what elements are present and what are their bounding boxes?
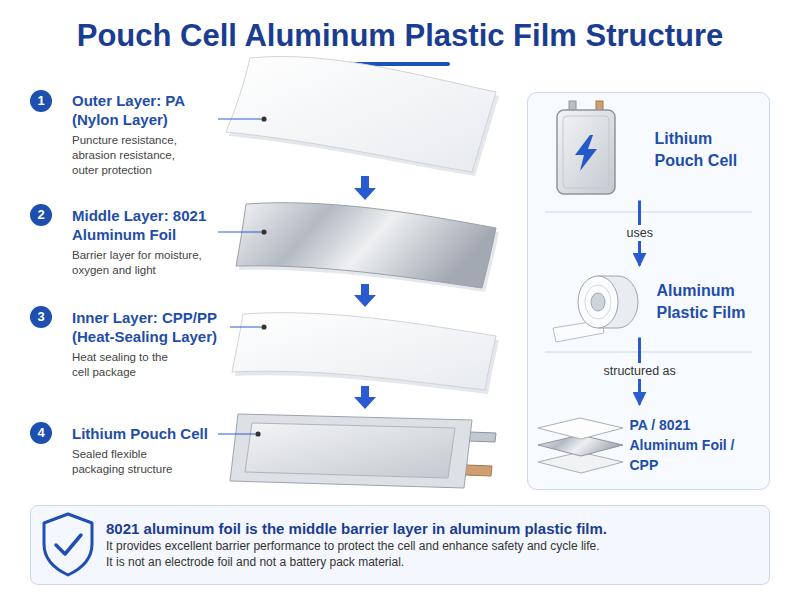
pouch-seal bbox=[230, 414, 472, 488]
node-body: It is not an electrode foil and not a ba… bbox=[106, 554, 757, 570]
down-arrow bbox=[354, 284, 376, 307]
check-mark bbox=[56, 535, 81, 554]
callout-number: 1 bbox=[30, 90, 52, 112]
pouch-cell-icon bbox=[557, 110, 615, 194]
node-heading: 1 bbox=[37, 94, 44, 108]
leader-dot bbox=[261, 229, 266, 234]
node-body: It provides excellent barrier performanc… bbox=[106, 538, 757, 554]
film-roll-face bbox=[578, 276, 618, 328]
layer-heading: Inner Layer: CPP/PP (Heat-Sealing Layer) bbox=[72, 308, 224, 346]
title-box: Pouch Cell Aluminum Plastic Film Structu… bbox=[0, 17, 800, 54]
node-heading: 4 bbox=[37, 426, 44, 440]
pouch-body bbox=[245, 423, 455, 478]
lightning-symbol bbox=[575, 135, 597, 171]
label-box: Middle Layer: 8021 Aluminum Foil bbox=[72, 206, 212, 244]
flow-item: Lithium Pouch Cell bbox=[540, 102, 740, 198]
down-arrow bbox=[354, 386, 376, 409]
label-box: Lithium Pouch Cell bbox=[72, 424, 214, 443]
divider-line bbox=[545, 212, 752, 213]
banner-fill bbox=[30, 505, 770, 585]
pouch-cell-inset bbox=[563, 116, 609, 188]
layer-description: Sealed flexible packaging structure bbox=[72, 447, 182, 477]
note-banner: 8021 aluminum foil is the middle barrier… bbox=[30, 505, 770, 585]
node-heading: 3 bbox=[37, 310, 44, 324]
leader-line bbox=[218, 119, 261, 120]
layer-heading: Middle Layer: 8021 Aluminum Foil bbox=[72, 206, 212, 244]
flow-item: PA / 8021 Aluminum Foil / CPP bbox=[530, 408, 750, 482]
layer-heading: Outer Layer: PA (Nylon Layer) bbox=[72, 91, 212, 129]
edge-label: structured as bbox=[604, 363, 676, 379]
node-heading: PA / 8021 Aluminum Foil / CPP bbox=[630, 415, 762, 475]
label-box: Sealed flexible packaging structure bbox=[72, 447, 182, 477]
leader-dot bbox=[261, 324, 266, 329]
layer-description: Heat sealing to the cell package bbox=[72, 350, 177, 380]
layer-description: Barrier layer for moisture, oxygen and l… bbox=[72, 248, 212, 278]
leader-line bbox=[218, 232, 261, 233]
label-box: Inner Layer: CPP/PP (Heat-Sealing Layer) bbox=[72, 308, 224, 346]
cpp-sheet bbox=[232, 313, 496, 390]
label-box: Outer Layer: PA (Nylon Layer) bbox=[72, 91, 212, 129]
edge-label: uses bbox=[627, 225, 653, 241]
flow-item: Aluminum Plastic Film bbox=[540, 269, 740, 335]
nylon-sheet bbox=[226, 57, 496, 172]
info-panel: Lithium Pouch CellAluminum Plastic FilmP… bbox=[527, 92, 770, 490]
label-patch: uses bbox=[623, 225, 657, 241]
down-arrow bbox=[354, 176, 376, 200]
cell-tab bbox=[469, 432, 496, 442]
cell-tab bbox=[465, 465, 492, 476]
leader-line bbox=[230, 327, 261, 328]
layer-heading: Lithium Pouch Cell bbox=[72, 424, 214, 443]
film-roll-wind bbox=[585, 285, 611, 319]
leader-dot bbox=[261, 116, 266, 121]
node-heading: Aluminum Plastic Film bbox=[657, 280, 757, 324]
node-heading: 8021 aluminum foil is the middle barrier… bbox=[106, 519, 757, 538]
node-heading: 2 bbox=[37, 208, 44, 222]
diagram-title: Pouch Cell Aluminum Plastic Film Structu… bbox=[0, 17, 800, 54]
layer-icon-sheet bbox=[538, 418, 623, 439]
leader-dot bbox=[255, 431, 260, 436]
callout-number: 4 bbox=[30, 422, 52, 444]
panel-fill bbox=[527, 92, 770, 490]
label-patch: structured as bbox=[600, 363, 680, 379]
label-box: Heat sealing to the cell package bbox=[72, 350, 177, 380]
callout-number: 3 bbox=[30, 306, 52, 328]
film-roll-core bbox=[591, 293, 605, 311]
layer-description: Puncture resistance, abrasion resistance… bbox=[72, 133, 197, 178]
divider-line bbox=[545, 352, 752, 353]
aluminum-foil-sheet bbox=[236, 203, 496, 288]
label-box: Puncture resistance, abrasion resistance… bbox=[72, 133, 197, 178]
shield-icon bbox=[44, 514, 92, 575]
callout-number: 2 bbox=[30, 204, 52, 226]
leader-line bbox=[218, 434, 255, 435]
node-heading: Lithium Pouch Cell bbox=[655, 128, 750, 172]
label-box: Barrier layer for moisture, oxygen and l… bbox=[72, 248, 212, 278]
